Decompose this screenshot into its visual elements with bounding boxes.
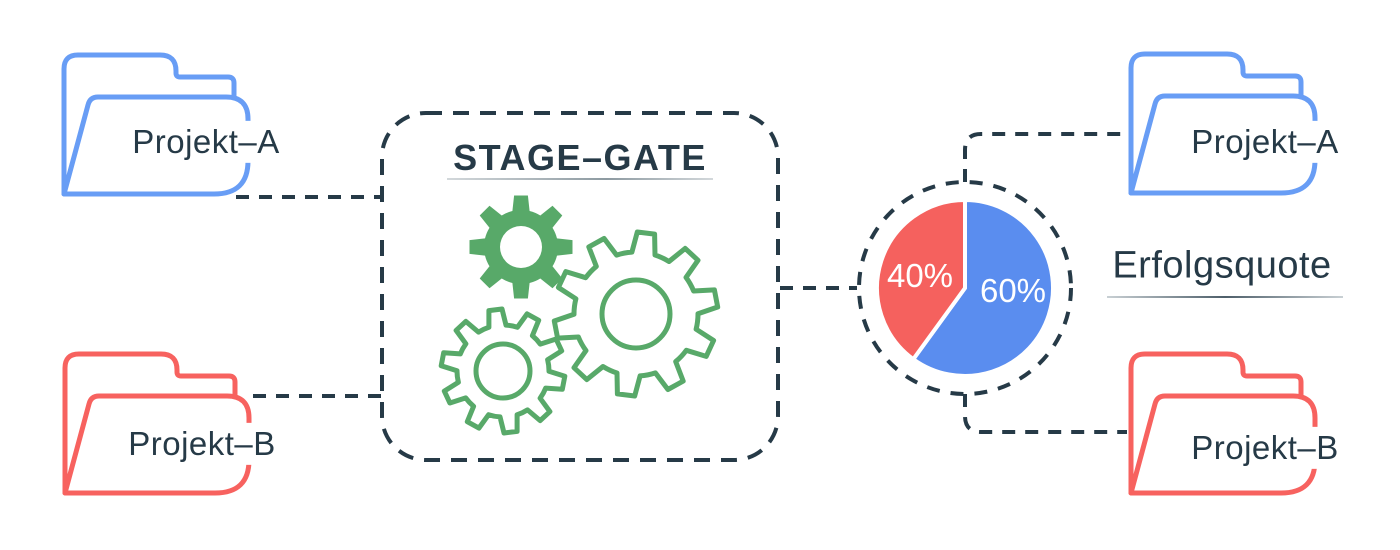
stage-gate-title: STAGE–GATE bbox=[453, 137, 707, 178]
pie-label-60: 60% bbox=[979, 272, 1047, 309]
stage-gate-title-underline bbox=[447, 178, 713, 180]
success-rate-title: Erfolgsquote bbox=[1112, 244, 1332, 287]
success-rate-underline bbox=[1107, 296, 1343, 298]
pie-dashed-ring bbox=[857, 180, 1073, 396]
folder-label-input-a: Projekt–A bbox=[122, 120, 290, 164]
connector-pie-to-output-b bbox=[963, 394, 1127, 434]
folder-label-output-b: Projekt–B bbox=[1181, 426, 1349, 470]
pie-slice-40 bbox=[875, 198, 967, 362]
gear-filled-icon bbox=[469, 195, 573, 299]
gears-icon bbox=[438, 195, 721, 436]
connector-pie-to-output-a bbox=[963, 132, 1127, 182]
folder-icon-output-b bbox=[1131, 354, 1315, 493]
pie-label-40: 40% bbox=[886, 257, 954, 294]
gear-large-hub bbox=[599, 277, 673, 351]
pie-chart bbox=[857, 180, 1073, 396]
folder-label-input-b: Projekt–B bbox=[118, 422, 286, 466]
gear-small-hub bbox=[473, 341, 533, 401]
gear-large-icon bbox=[551, 229, 721, 399]
folder-label-output-a: Projekt–A bbox=[1181, 120, 1349, 164]
pie-slice-60 bbox=[911, 198, 1056, 378]
gear-small-icon bbox=[438, 306, 568, 436]
